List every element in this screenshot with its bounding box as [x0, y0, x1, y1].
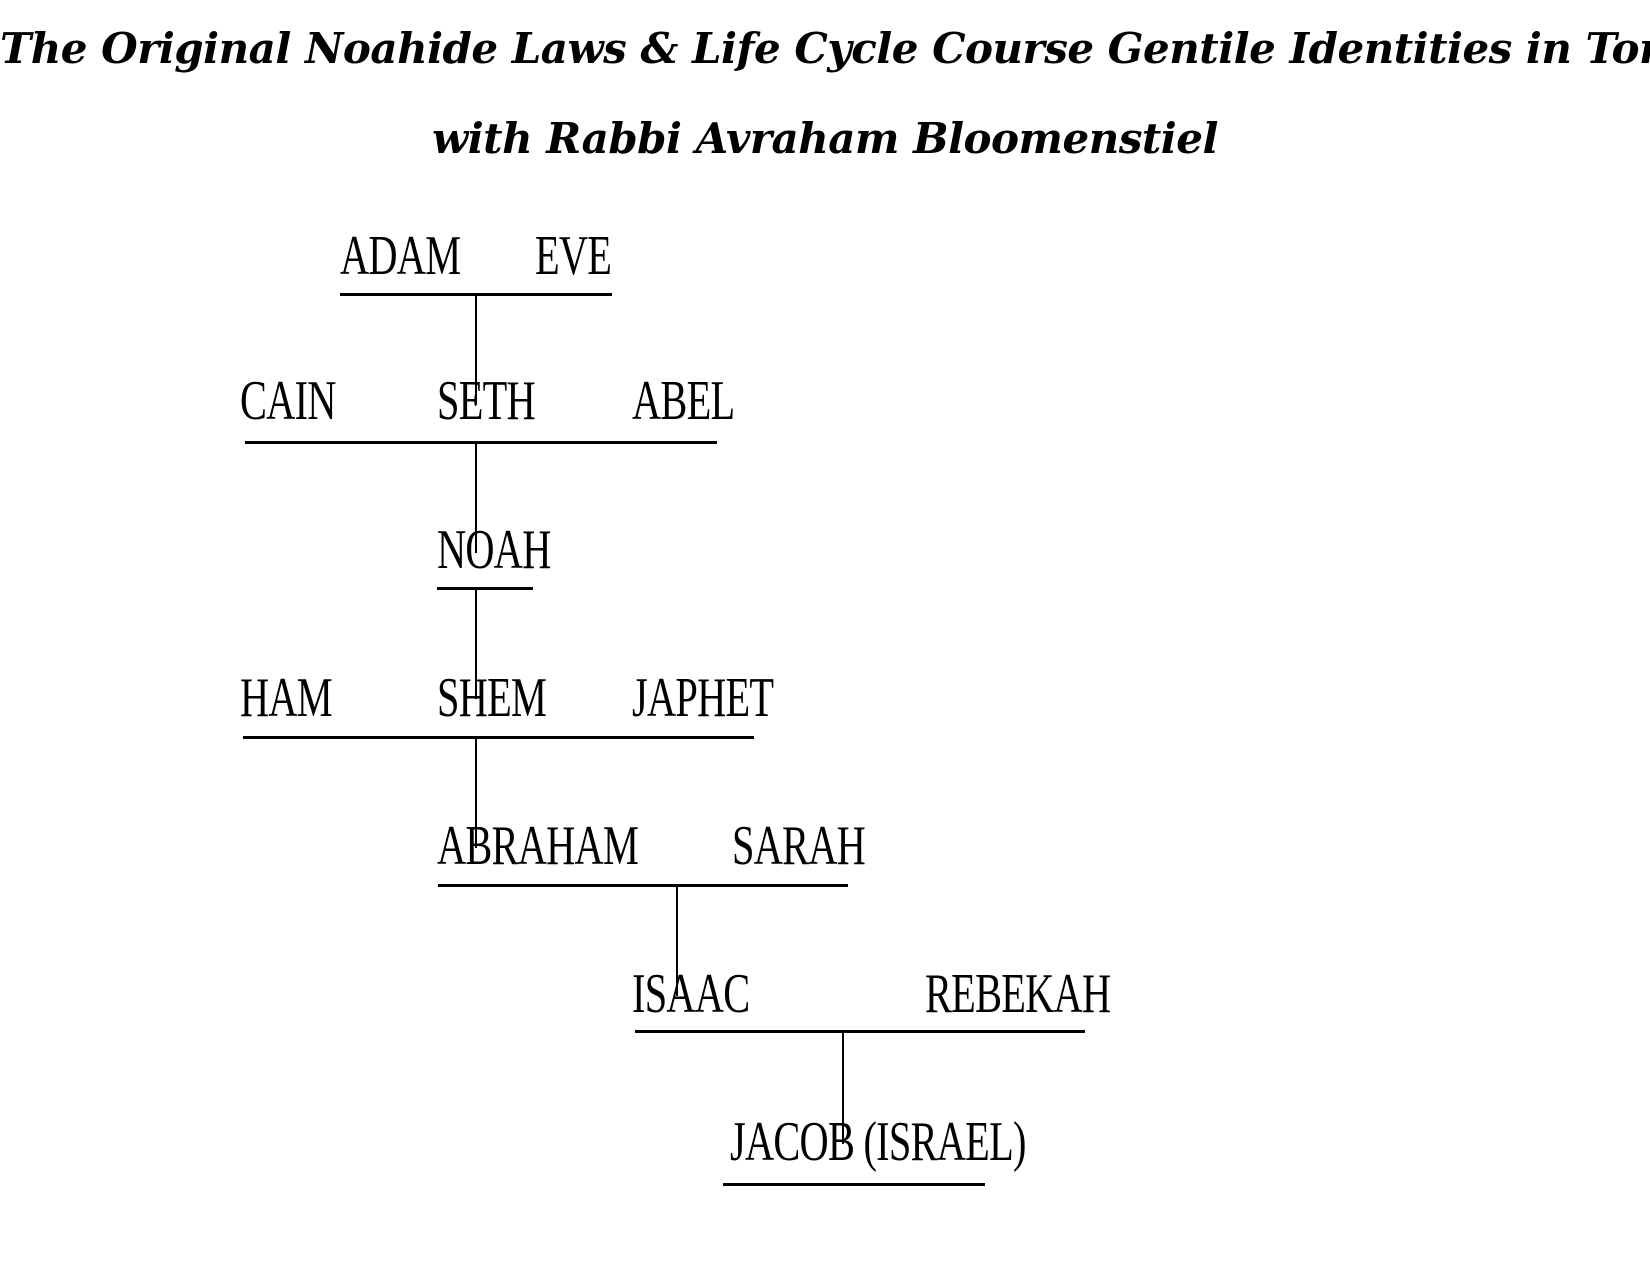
- node-abel: ABEL: [632, 370, 735, 432]
- couple-line-adam-eve: [340, 293, 612, 296]
- descent-line-isaac-jacob: [842, 1032, 844, 1144]
- node-seth: SETH: [437, 370, 536, 432]
- node-cain: CAIN: [240, 370, 336, 432]
- node-shem: SHEM: [437, 667, 547, 729]
- node-adam: ADAM: [340, 225, 461, 287]
- node-japhet: JAPHET: [632, 667, 774, 729]
- descent-line-noah-shem: [475, 589, 477, 699]
- descent-line-shem-abraham: [475, 738, 477, 848]
- node-ham: HAM: [240, 667, 333, 729]
- node-jacob-israel: JACOB (ISRAEL): [730, 1111, 1026, 1173]
- underline-jacob: [723, 1183, 985, 1186]
- node-eve: EVE: [535, 225, 612, 287]
- couple-line-abraham-sarah: [438, 884, 848, 887]
- sibling-line-gen4: [243, 736, 754, 739]
- node-sarah: SARAH: [732, 815, 866, 877]
- couple-line-isaac-rebekah: [635, 1030, 1085, 1033]
- page-title: The Original Noahide Laws & Life Cycle C…: [0, 24, 1650, 73]
- page-subtitle: with Rabbi Avraham Bloomenstiel: [432, 114, 1218, 163]
- descent-line-adam-seth: [475, 295, 477, 405]
- underline-noah: [437, 587, 533, 590]
- node-abraham: ABRAHAM: [437, 815, 639, 877]
- node-noah: NOAH: [437, 519, 551, 581]
- descent-line-abraham-isaac: [676, 886, 678, 996]
- sibling-line-gen2: [245, 441, 717, 444]
- node-isaac: ISAAC: [632, 963, 750, 1025]
- descent-line-seth-noah: [475, 443, 477, 553]
- node-rebekah: REBEKAH: [925, 963, 1111, 1025]
